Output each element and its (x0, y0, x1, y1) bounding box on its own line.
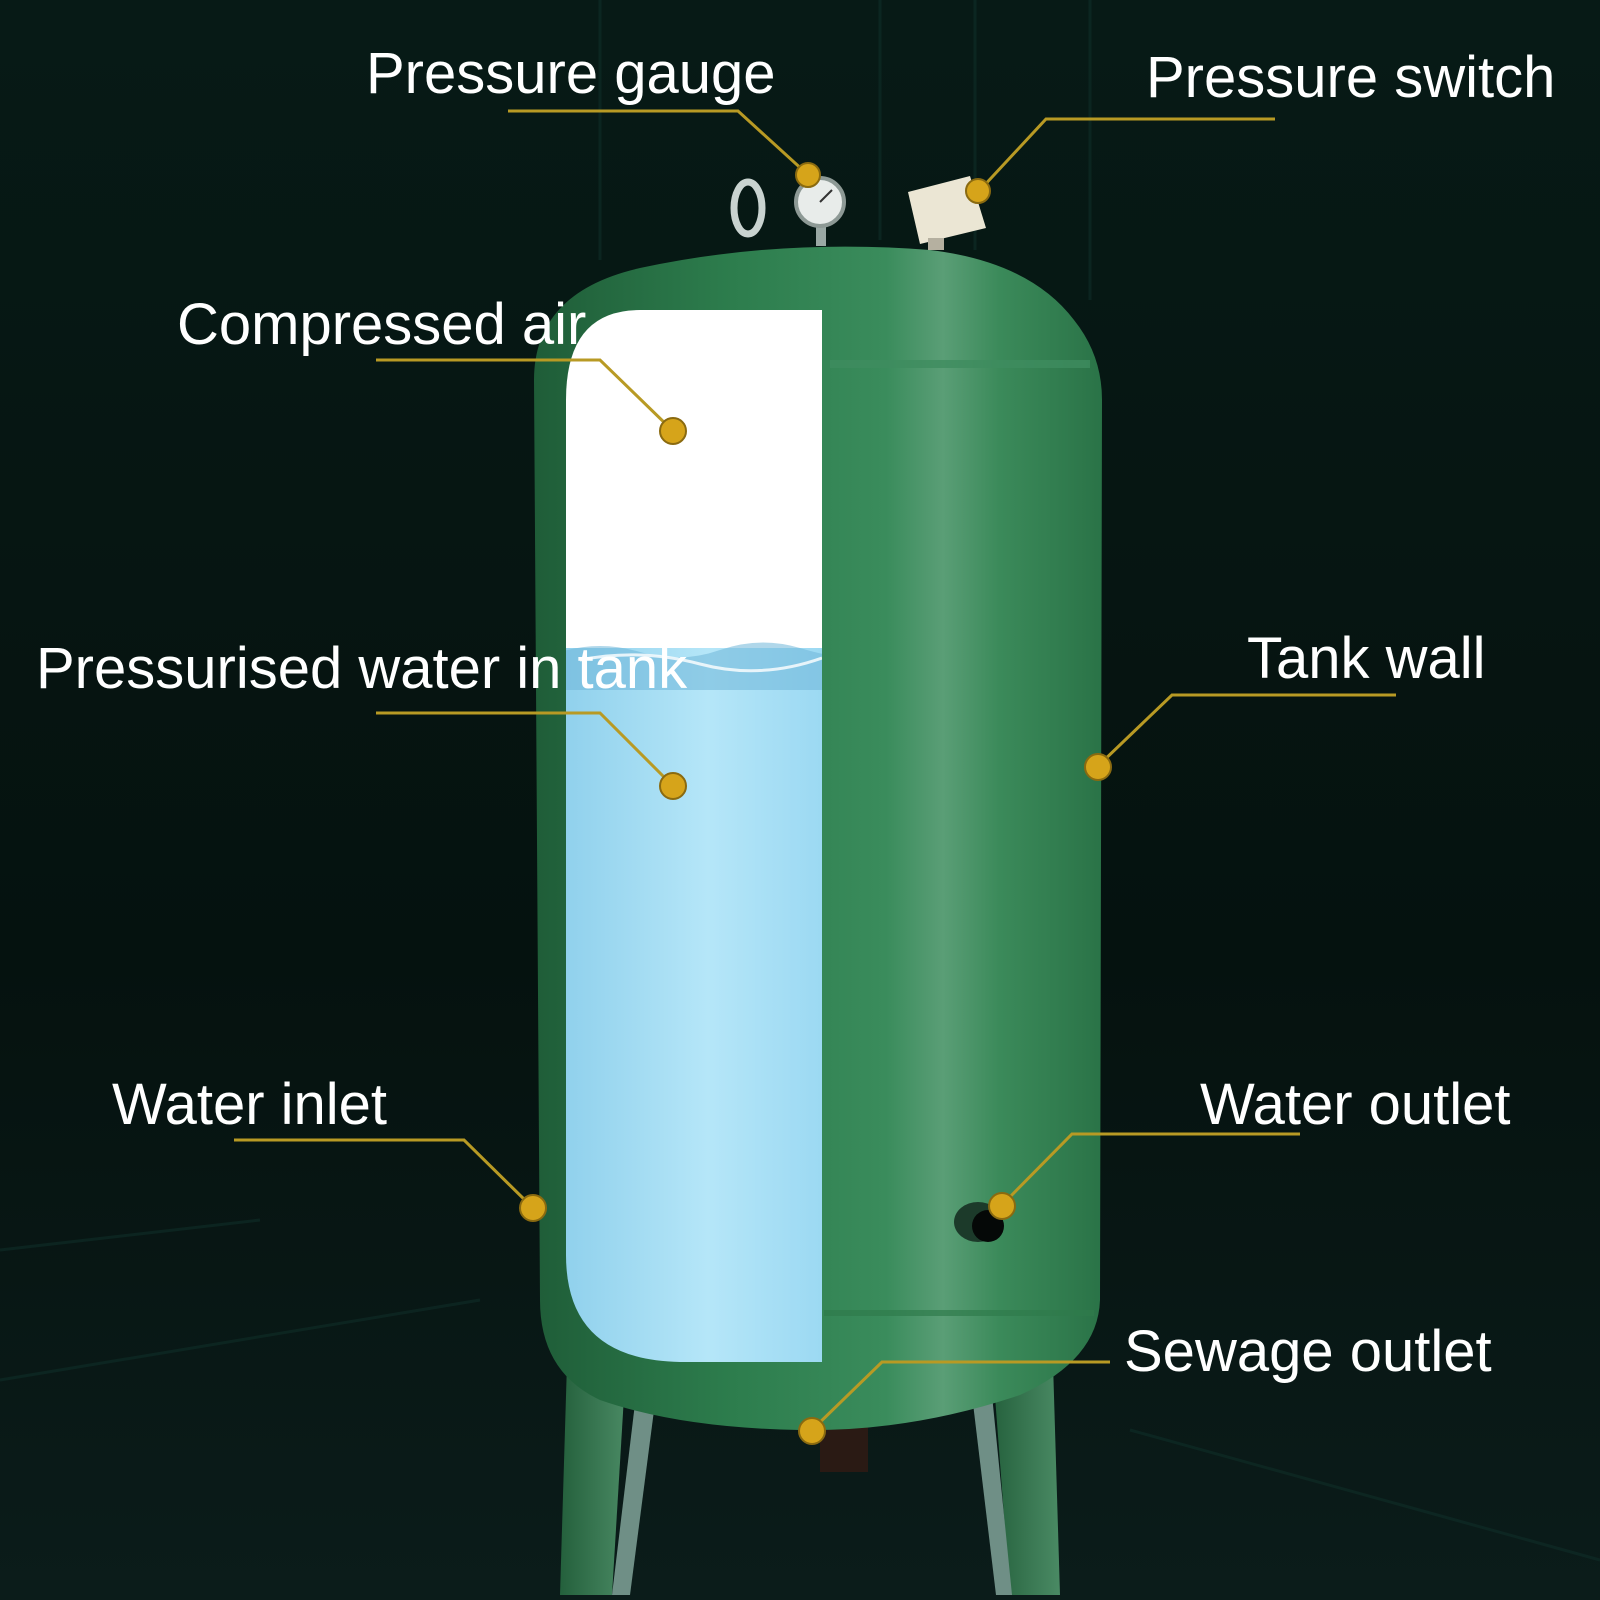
water-region (566, 648, 822, 1362)
leader-pressurised-water (376, 711, 674, 787)
marker-sewage-outlet (798, 1417, 826, 1445)
leader-tank-wall (1096, 693, 1396, 768)
label-sewage-outlet: Sewage outlet (1124, 1319, 1492, 1384)
tank-seam-top (830, 360, 1090, 368)
marker-pressure-gauge (795, 162, 821, 188)
leader-sewage-outlet (810, 1360, 1110, 1432)
label-compressed-air: Compressed air (177, 292, 586, 357)
markers (519, 162, 1112, 1445)
label-pressure-gauge: Pressure gauge (366, 41, 775, 106)
label-pressure-switch: Pressure switch (1146, 45, 1555, 110)
marker-compressed-air (659, 417, 687, 445)
background-streaks (0, 0, 1600, 1562)
marker-pressurised-water (659, 772, 687, 800)
tank-seam-bottom (824, 1310, 1094, 1316)
leader-pressure-switch (978, 117, 1275, 192)
marker-water-outlet (988, 1192, 1016, 1220)
marker-water-inlet (519, 1194, 547, 1222)
tank-cutaway (566, 310, 822, 1362)
marker-pressure-switch (965, 178, 991, 204)
marker-tank-wall (1084, 753, 1112, 781)
compressed-air-region (566, 310, 822, 650)
leader-water-outlet (1000, 1132, 1300, 1207)
pressure-gauge-device (794, 176, 846, 246)
leader-pressure-gauge (508, 109, 808, 175)
leader-lines (234, 109, 1396, 1432)
label-pressurised-water: Pressurised water in tank (36, 636, 688, 701)
label-tank-wall: Tank wall (1247, 626, 1486, 691)
label-water-outlet: Water outlet (1200, 1072, 1511, 1137)
leader-compressed-air (376, 358, 674, 432)
labels: Pressure gauge Pressure switch Compresse… (36, 41, 1555, 1384)
lifting-ring (730, 178, 766, 238)
label-water-inlet: Water inlet (112, 1072, 387, 1137)
leader-water-inlet (234, 1138, 534, 1209)
